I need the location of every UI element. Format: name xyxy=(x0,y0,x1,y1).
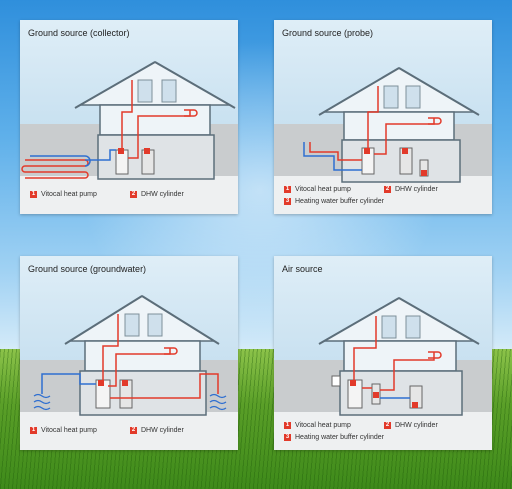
legend-label: Vitocal heat pump xyxy=(295,422,351,429)
legend-label: DHW cylinder xyxy=(141,191,184,198)
badge-1 xyxy=(364,148,370,154)
window xyxy=(137,79,153,103)
roof-edge-left xyxy=(74,61,156,109)
hot-pipe xyxy=(353,316,377,380)
hot-pipe xyxy=(374,118,435,155)
badge-2 xyxy=(412,402,418,408)
panel-legend xyxy=(20,176,238,214)
cold-pipe xyxy=(85,149,116,161)
hot-pipe xyxy=(108,348,171,387)
roof xyxy=(77,61,233,106)
panel-title: Ground source (collector) xyxy=(28,28,130,38)
badge-2 xyxy=(144,148,150,154)
house-wall xyxy=(343,340,457,372)
roof-edge-right xyxy=(141,295,220,345)
basement xyxy=(97,134,215,180)
window xyxy=(405,315,421,339)
collector-loop-cold xyxy=(30,155,91,167)
legend-item: 3 Heating water buffer cylinder xyxy=(284,198,384,205)
legend-badge: 1 xyxy=(30,191,37,198)
legend-badge: 2 xyxy=(384,422,391,429)
window xyxy=(381,315,397,339)
roof-edge-right xyxy=(398,67,480,116)
legend-item: 1 Vitocal heat pump xyxy=(284,422,351,429)
legend-badge: 1 xyxy=(284,186,291,193)
panel-air-source: Air source 1 Vitocal heat pump 2 DHW cyl… xyxy=(274,256,492,450)
legend-badge: 3 xyxy=(284,198,291,205)
legend-label: DHW cylinder xyxy=(395,186,438,193)
badge-1 xyxy=(118,148,124,154)
legend-label: Vitocal heat pump xyxy=(295,186,351,193)
radiator-coil xyxy=(428,117,442,125)
probe-cold xyxy=(303,142,362,171)
legend-label: DHW cylinder xyxy=(395,422,438,429)
roof-edge-right xyxy=(398,297,480,345)
groundwater-right xyxy=(209,393,227,411)
roof-edge-left xyxy=(318,67,400,116)
house-diagram xyxy=(21,61,236,180)
roof-edge-right xyxy=(154,61,236,109)
legend-item: 2 DHW cylinder xyxy=(384,186,438,193)
radiator-coil xyxy=(428,351,442,359)
panel-legend xyxy=(274,412,492,450)
badge-2 xyxy=(402,148,408,154)
hot-pipe xyxy=(367,86,379,148)
cold-pipe xyxy=(41,373,96,394)
roof xyxy=(321,67,477,113)
legend-item: 1 Vitocal heat pump xyxy=(284,186,351,193)
legend-badge: 2 xyxy=(384,186,391,193)
legend-item: 2 DHW cylinder xyxy=(130,191,184,198)
panel-title: Air source xyxy=(282,264,323,274)
collector-loop-hot xyxy=(21,159,89,179)
legend-label: Vitocal heat pump xyxy=(41,427,97,434)
legend-badge: 1 xyxy=(284,422,291,429)
badge-3 xyxy=(421,170,427,176)
roof-edge-left xyxy=(64,295,143,345)
house-diagram xyxy=(318,297,480,416)
return-pipe xyxy=(110,373,219,399)
panel-ground-collector: Ground source (collector) 1 Vitocal heat… xyxy=(20,20,238,214)
radiator-coil xyxy=(184,109,198,117)
legend-label: Heating water buffer cylinder xyxy=(295,198,384,205)
panel-ground-probe: Ground source (probe) 1 Vitocal heat pum… xyxy=(274,20,492,214)
legend-label: Vitocal heat pump xyxy=(41,191,97,198)
legend-badge: 3 xyxy=(284,434,291,441)
legend-item: 2 DHW cylinder xyxy=(130,427,184,434)
window xyxy=(124,313,140,337)
house-diagram xyxy=(303,67,480,183)
legend-badge: 2 xyxy=(130,191,137,198)
groundwater-left xyxy=(33,393,51,411)
hot-pipe xyxy=(121,80,133,150)
panel-title: Ground source (probe) xyxy=(282,28,374,38)
window xyxy=(405,85,421,109)
panel-ground-groundwater: Ground source (groundwater) 1 Vitocal he… xyxy=(20,256,238,450)
legend-badge: 2 xyxy=(130,427,137,434)
air-intake xyxy=(331,375,341,387)
badge-3 xyxy=(373,392,379,398)
badge-1 xyxy=(98,380,104,386)
roof xyxy=(67,295,217,342)
hot-pipe xyxy=(128,110,191,159)
radiator-coil xyxy=(164,347,178,355)
roof xyxy=(321,297,477,342)
window xyxy=(147,313,163,337)
probe-hot xyxy=(309,142,362,161)
hot-pipe xyxy=(102,314,119,380)
window xyxy=(161,79,177,103)
legend-item: 2 DHW cylinder xyxy=(384,422,438,429)
window xyxy=(383,85,399,109)
panel-legend xyxy=(20,412,238,450)
house-diagram xyxy=(33,295,227,416)
legend-item: 1 Vitocal heat pump xyxy=(30,191,97,198)
legend-item: 1 Vitocal heat pump xyxy=(30,427,97,434)
badge-2 xyxy=(122,380,128,386)
panel-title: Ground source (groundwater) xyxy=(28,264,147,274)
roof-edge-left xyxy=(318,297,400,345)
badge-1 xyxy=(350,380,356,386)
house-wall xyxy=(343,111,455,141)
legend-label: DHW cylinder xyxy=(141,427,184,434)
legend-badge: 1 xyxy=(30,427,37,434)
legend-item: 3 Heating water buffer cylinder xyxy=(284,434,384,441)
legend-label: Heating water buffer cylinder xyxy=(295,434,384,441)
